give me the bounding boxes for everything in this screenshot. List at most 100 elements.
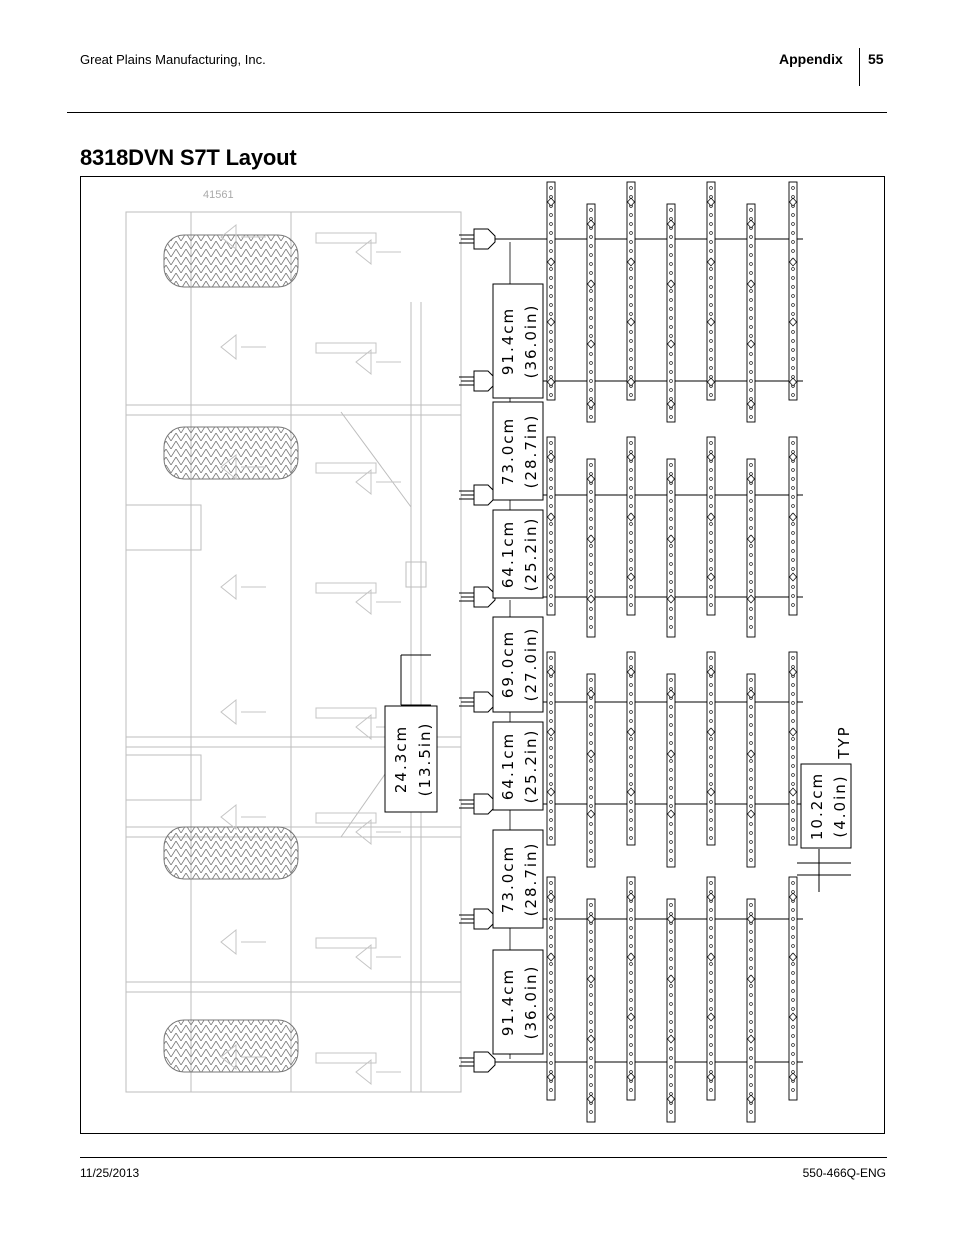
tine-diamond [667,1034,675,1044]
tine-hole [589,984,593,988]
tine-hole [589,1047,593,1051]
tine-hole [549,989,553,993]
tine-hole [629,1007,633,1011]
tine-hole [549,1061,553,1065]
tine-strip-body [546,651,556,846]
tine-diamond [667,474,675,484]
tine-diamond [747,219,755,229]
tine-diamond [747,809,755,819]
tine-strip-body [546,876,556,1101]
shank-clamp-3 [473,484,496,506]
tine-strip-7-4 [788,876,798,1101]
tine-spacing-in: (4.0in) [831,774,849,837]
tine-diamond [789,727,797,737]
row-spacing-3-cm: 64.1cm [499,520,517,588]
tine-diamond [747,1094,755,1104]
tine-hole [589,589,593,593]
tine-hole [709,549,713,553]
tine-diamond [587,974,595,984]
shank-clamp-6 [473,793,496,815]
tine-hole [749,526,753,530]
tine-diamond [547,1012,555,1022]
tine-spacing-cm: 10.2cm [808,772,826,840]
tine-strip-body [586,458,596,638]
tine-hole [709,585,713,589]
tine-hole [791,773,795,777]
tine-hole [669,1020,673,1024]
tine-hole [709,1007,713,1011]
tine-hole [749,858,753,862]
tine-hole [629,231,633,235]
tine-hole [629,312,633,316]
tine-diamond [547,512,555,522]
tine-hole [709,330,713,334]
tine-strip-4-1 [666,203,676,423]
tine-hole [791,477,795,481]
tine-hole [749,415,753,419]
tine-diamond [627,257,635,267]
tine-hole [549,366,553,370]
tine-diamond [587,594,595,604]
tine-hole [589,903,593,907]
tine-hole [589,307,593,311]
wheel-2 [163,426,299,480]
tine-diamond [789,787,797,797]
tine-hole [791,540,795,544]
tine-hole [589,759,593,763]
tine-hole [791,1061,795,1065]
tine-hole [549,836,553,840]
tine-hole [791,989,795,993]
tine-hole [629,908,633,912]
tine-hole [709,339,713,343]
tine-hole [749,849,753,853]
tine-hole [549,339,553,343]
tine-hole [629,339,633,343]
tine-hole [709,1061,713,1065]
tine-hole [669,1110,673,1114]
tine-hole [549,585,553,589]
frame-arrow-1 [220,223,266,251]
tine-strip-body [666,203,676,423]
tine-hole [791,710,795,714]
tine-hole [669,1029,673,1033]
tine-hole [669,517,673,521]
tine-strip-7-3 [788,651,798,846]
tine-hole [589,678,593,682]
tine-strip-4-3 [666,673,676,868]
tine-hole [549,944,553,948]
tine-hole [589,1002,593,1006]
tine-hole [589,415,593,419]
tine-hole [589,544,593,548]
tine-hole [669,759,673,763]
tine-diamond [789,1012,797,1022]
tine-hole [669,1047,673,1051]
tine-hole [791,339,795,343]
tine-hole [791,222,795,226]
tine-hole [549,656,553,660]
tine-hole [669,361,673,365]
tine-strip-body [706,181,716,401]
tine-hole [549,567,553,571]
tine-hole [589,562,593,566]
frame-arrow-8 [220,1043,266,1071]
tine-hole [669,1002,673,1006]
tine-hole [589,361,593,365]
tine-hole [709,186,713,190]
tine-hole [709,441,713,445]
tine-hole [669,849,673,853]
tine-diamond [547,952,555,962]
tine-hole [669,508,673,512]
tine-hole [791,558,795,562]
tine-hole [749,463,753,467]
tine-hole [629,567,633,571]
tine-diamond [627,197,635,207]
tine-hole [629,926,633,930]
tine-hole [791,809,795,813]
tine-hole [669,463,673,467]
frame-arrow-b-7 [355,943,401,971]
tine-hole [669,298,673,302]
tine-strip-1-2 [546,436,556,616]
tine-hole [709,998,713,1002]
tine-hole [709,827,713,831]
tine-hole [709,917,713,921]
